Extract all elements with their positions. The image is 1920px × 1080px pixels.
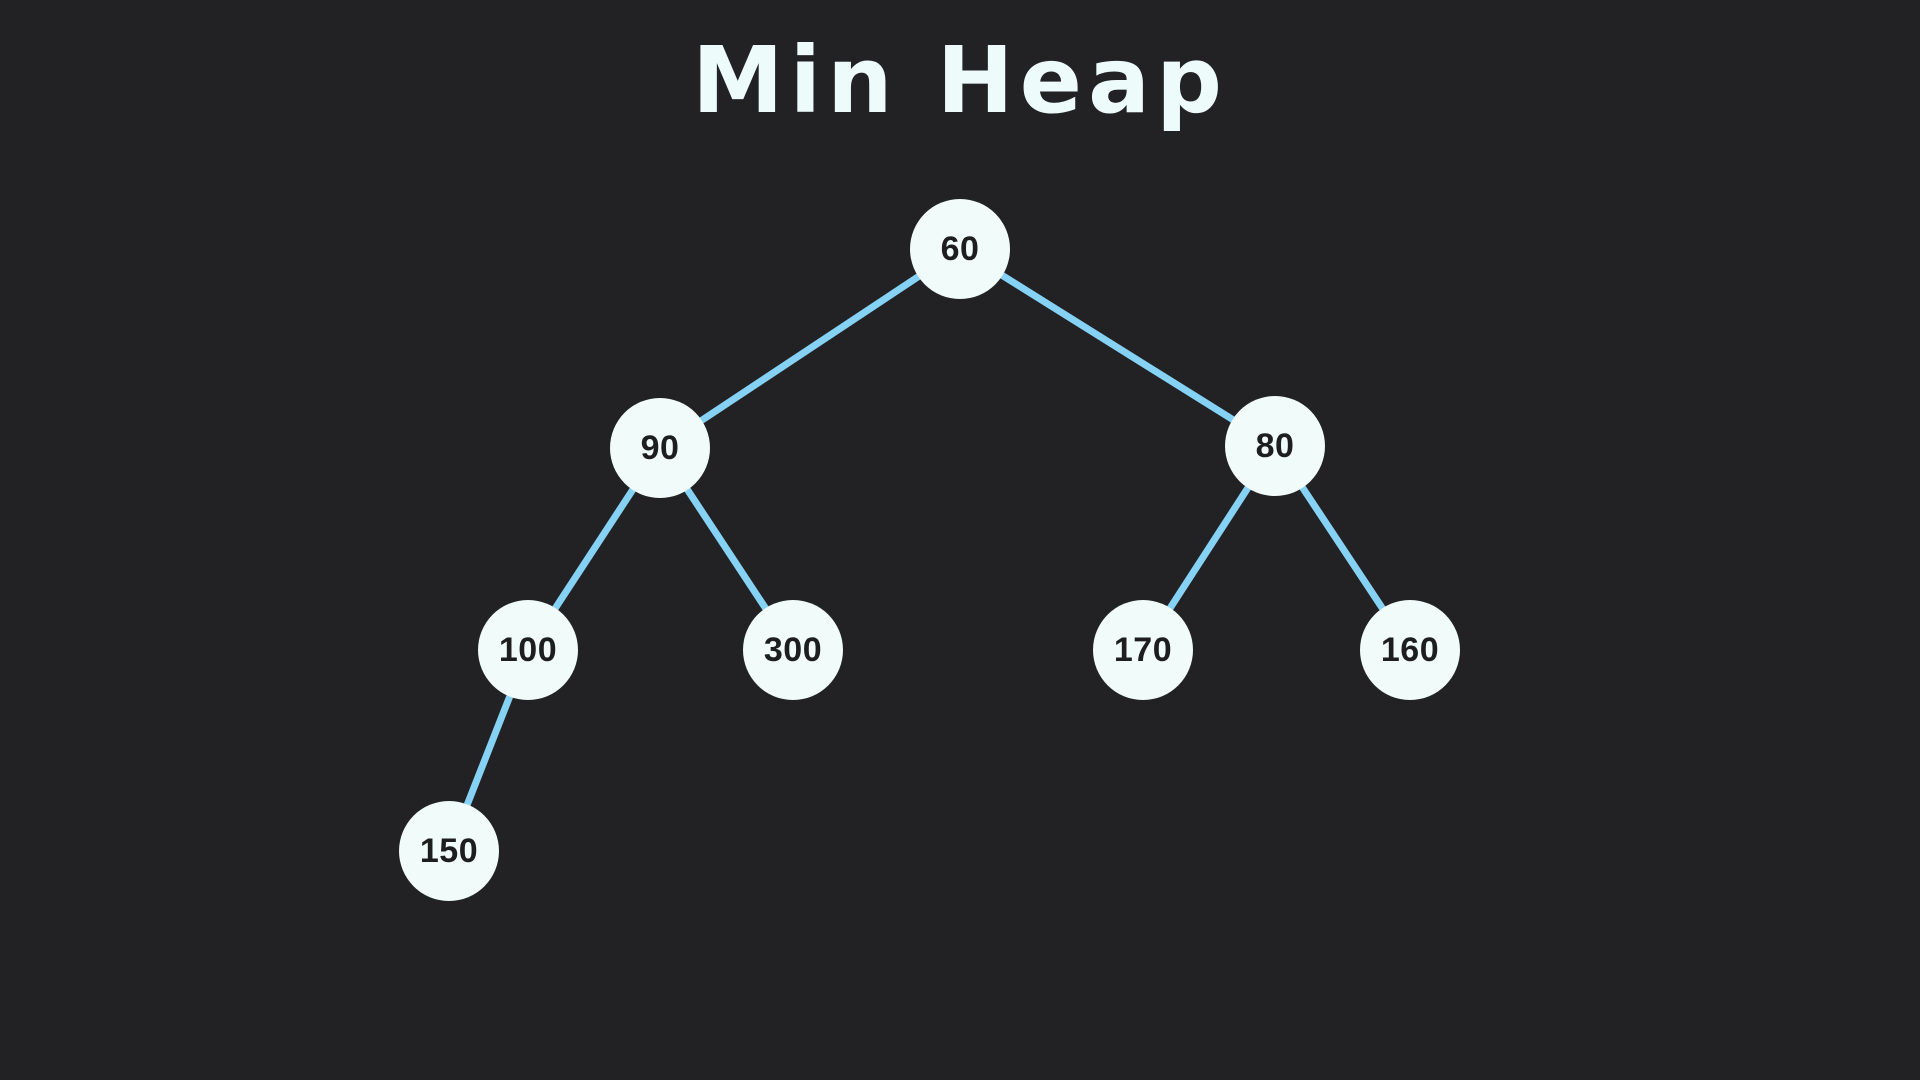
tree-node-label: 300: [763, 630, 823, 669]
tree-node-80[interactable]: 80: [1225, 396, 1325, 496]
tree-node-label: 170: [1113, 630, 1173, 669]
diagram-title: Min Heap: [692, 27, 1228, 134]
tree-edge-60-90: [656, 245, 964, 452]
tree-node-100[interactable]: 100: [478, 600, 578, 700]
tree-node-300[interactable]: 300: [743, 600, 843, 700]
tree-node-90[interactable]: 90: [610, 398, 710, 498]
tree-edge-60-80: [956, 245, 1279, 450]
tree-node-label: 100: [498, 630, 558, 669]
tree-node-label: 90: [640, 428, 680, 467]
tree-node-label: 150: [419, 831, 479, 870]
tree-node-label: 80: [1255, 426, 1295, 465]
tree-node-170[interactable]: 170: [1093, 600, 1193, 700]
tree-node-60[interactable]: 60: [910, 199, 1010, 299]
tree-node-label: 160: [1380, 630, 1440, 669]
tree-node-160[interactable]: 160: [1360, 600, 1460, 700]
tree-node-label: 60: [940, 229, 980, 268]
tree-node-150[interactable]: 150: [399, 801, 499, 901]
